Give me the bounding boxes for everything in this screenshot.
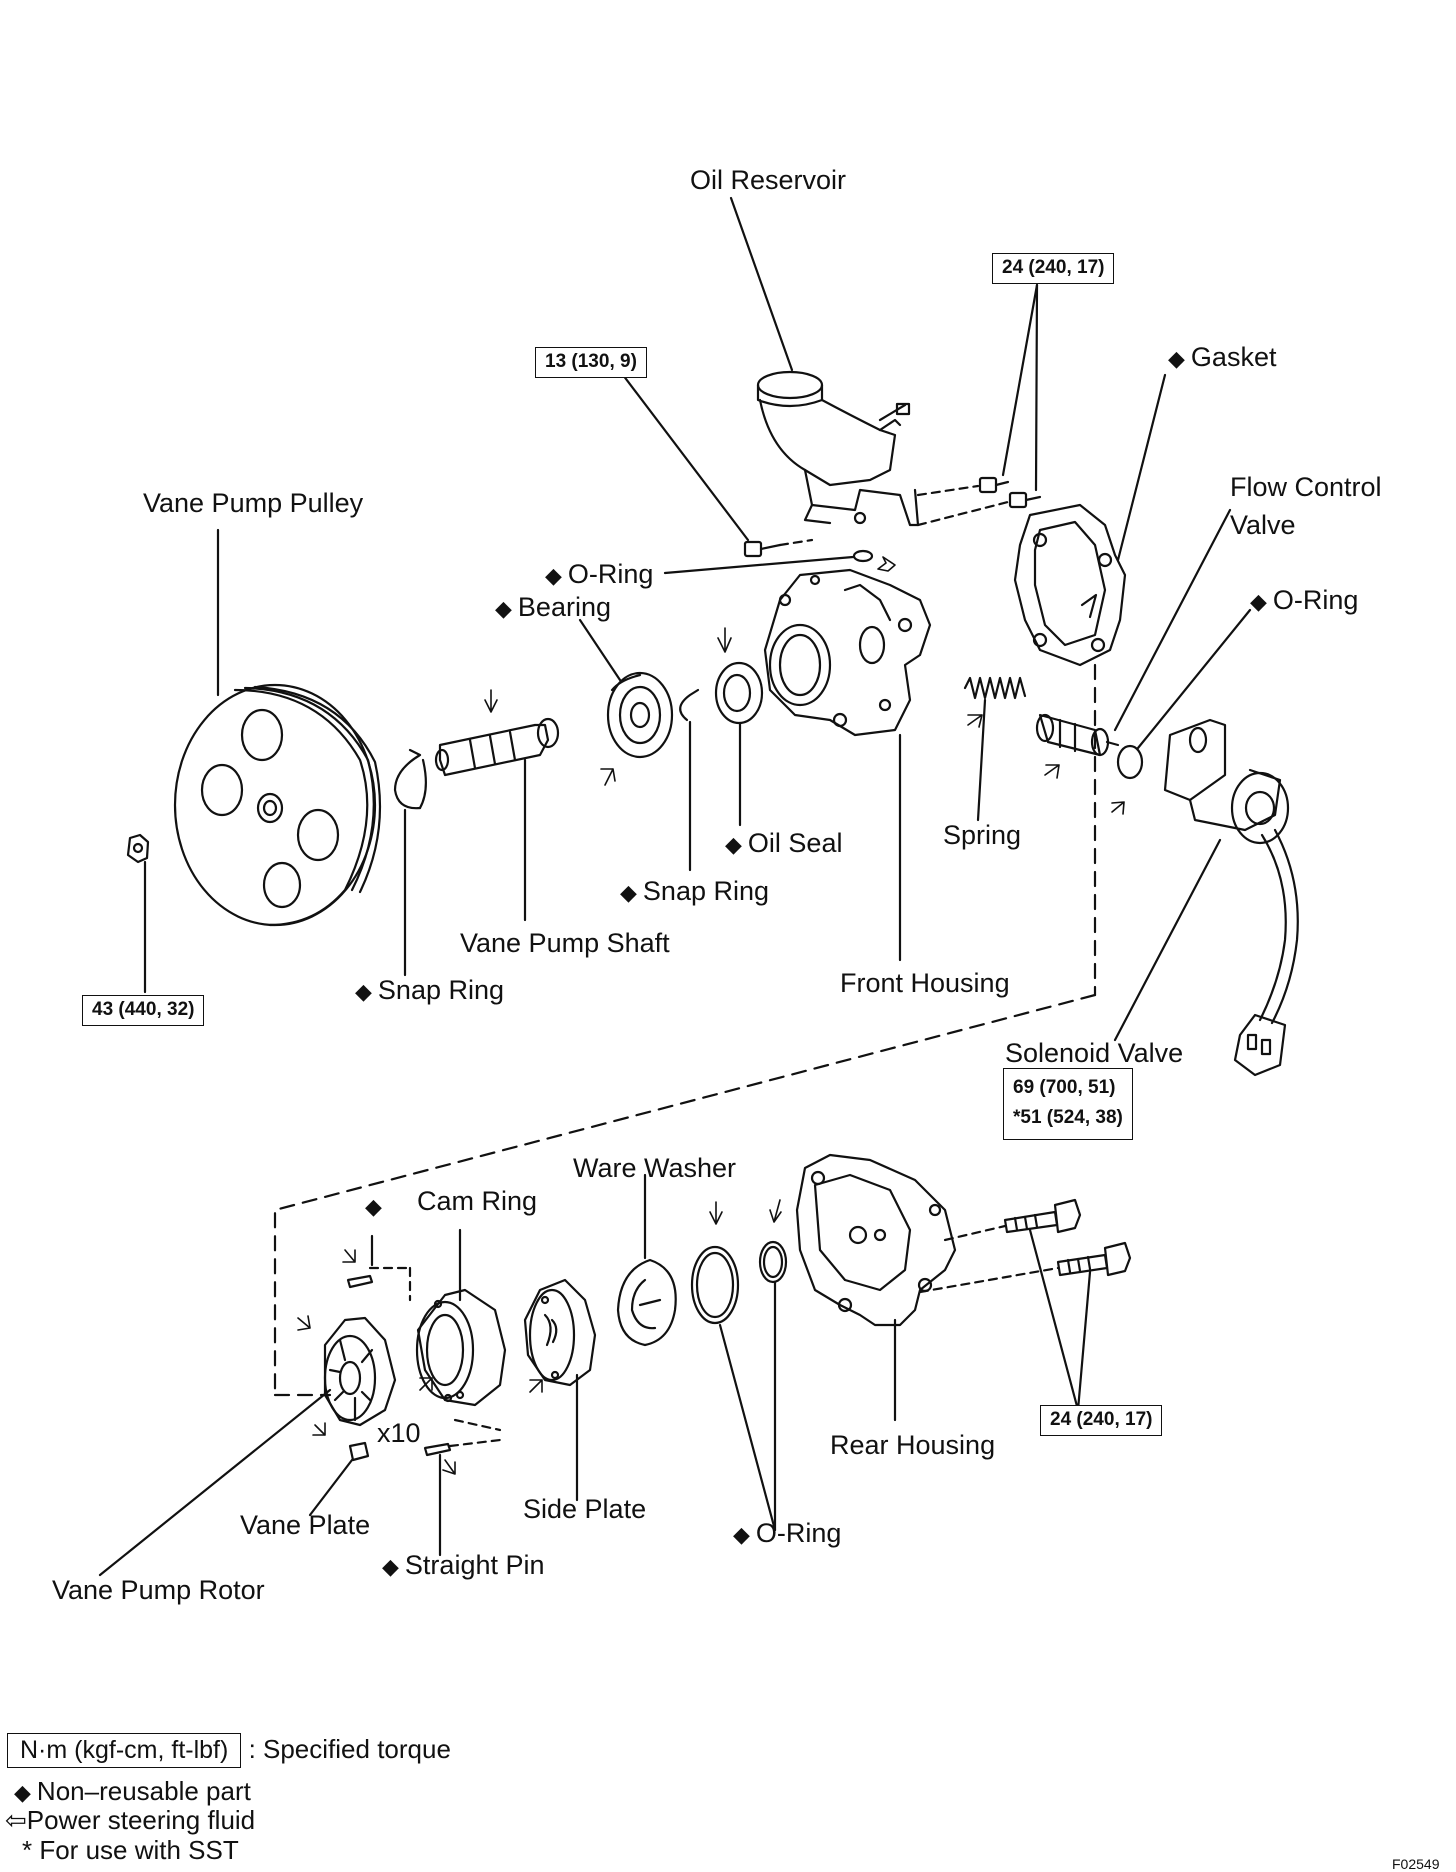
oil-reservoir-part xyxy=(756,370,920,527)
dashed-main-alignment xyxy=(273,993,1097,1397)
leader-gasket xyxy=(1116,373,1167,562)
bearing-part xyxy=(606,671,674,759)
label-flow-control-valve-1: Flow Control xyxy=(1230,472,1382,502)
diamond-icon: ◆ xyxy=(495,596,512,621)
label-straight-pin: ◆Straight Pin xyxy=(382,1550,545,1580)
top-bolts xyxy=(978,476,1042,509)
figure-code: F02549 xyxy=(1392,1856,1440,1872)
straight-pin-top xyxy=(346,1274,374,1289)
legend-torque: N·m (kgf-cm, ft-lbf) : Specified torque xyxy=(7,1733,451,1768)
torque-pulley-nut: 43 (440, 32) xyxy=(82,995,205,1026)
straight-pin-bottom xyxy=(423,1442,452,1457)
diamond-icon: ◆ xyxy=(733,1522,750,1547)
rear-housing-bolts xyxy=(1003,1198,1132,1277)
leader-oil-reservoir xyxy=(729,196,794,372)
torque-reservoir-bolt: 13 (130, 9) xyxy=(535,347,647,378)
label-ware-washer: Ware Washer xyxy=(573,1153,737,1183)
label-vane-pump-shaft: Vane Pump Shaft xyxy=(460,928,670,958)
gasket-part xyxy=(1013,503,1127,667)
leader-torque-24-a xyxy=(1001,283,1039,477)
torque-solenoid: 69 (700, 51) *51 (524, 38) xyxy=(1003,1068,1133,1140)
diamond-icon: ◆ xyxy=(1168,346,1185,371)
vane-pump-rotor-part xyxy=(323,1316,397,1427)
label-x10: x10 xyxy=(377,1418,421,1448)
leader-solenoid-valve xyxy=(1113,838,1222,1042)
diamond-icon: ◆ xyxy=(382,1554,399,1579)
legend-sst: * For use with SST xyxy=(22,1835,239,1865)
o-ring-right-part xyxy=(1116,744,1144,780)
label-oil-seal: ◆Oil Seal xyxy=(725,828,843,858)
label-o-ring-right: ◆O-Ring xyxy=(1250,585,1359,615)
leader-torque-13 xyxy=(621,373,750,542)
label-solenoid-valve: Solenoid Valve xyxy=(1005,1038,1184,1068)
torque-solenoid-1: 69 (700, 51) xyxy=(1013,1077,1116,1098)
label-spring: Spring xyxy=(943,820,1022,850)
spring-part xyxy=(963,676,1027,700)
legend-non-reusable: ◆Non–reusable part xyxy=(14,1776,251,1806)
leader-torque-24-b xyxy=(1034,283,1039,492)
vane-pump-pulley-part xyxy=(173,683,382,927)
side-plate-part xyxy=(523,1278,597,1387)
legend-torque-unit: N·m (kgf-cm, ft-lbf) xyxy=(7,1733,242,1768)
snap-ring-left-part xyxy=(393,748,422,810)
label-snap-ring-mid: ◆Snap Ring xyxy=(620,876,770,906)
reservoir-bolt xyxy=(743,540,782,558)
diamond-icon: ◆ xyxy=(355,979,372,1004)
label-cam-ring: Cam Ring xyxy=(417,1186,538,1216)
oil-seal-part xyxy=(714,661,764,725)
label-o-ring-top: ◆O-Ring xyxy=(545,559,654,589)
label-vane-pump-rotor: Vane Pump Rotor xyxy=(52,1575,265,1605)
label-gasket: ◆Gasket xyxy=(1168,342,1277,372)
leader-rear-bolt-a xyxy=(1028,1228,1080,1412)
leader-vane-plate xyxy=(308,1458,354,1517)
rear-housing-part xyxy=(795,1153,957,1327)
diamond-icon: ◆ xyxy=(545,563,562,588)
o-ring-small xyxy=(852,549,874,563)
label-side-plate: Side Plate xyxy=(523,1494,647,1524)
leader-o-ring-bottom-a xyxy=(718,1323,777,1532)
label-bearing: ◆Bearing xyxy=(495,592,611,622)
diamond-icon: ◆ xyxy=(620,880,637,905)
pulley-nut xyxy=(126,833,150,864)
ware-washer-part xyxy=(616,1258,677,1347)
o-ring-large xyxy=(690,1245,740,1325)
vane-plate-part xyxy=(348,1441,370,1462)
torque-reservoir-top: 24 (240, 17) xyxy=(992,253,1115,284)
arrow-left-icon: ⇦ xyxy=(5,1805,27,1835)
label-vane-plate: Vane Plate xyxy=(240,1510,371,1540)
label-flow-control-valve-2: Valve xyxy=(1230,510,1296,540)
label-vane-pump-pulley: Vane Pump Pulley xyxy=(143,488,364,518)
diamond-icon: ◆ xyxy=(1250,589,1267,614)
cam-ring-part xyxy=(415,1288,507,1407)
leader-bearing xyxy=(578,618,622,682)
label-oil-reservoir: Oil Reservoir xyxy=(690,165,847,195)
torque-solenoid-2: *51 (524, 38) xyxy=(1013,1107,1123,1128)
leader-spring xyxy=(976,698,987,822)
flow-control-valve-part xyxy=(1035,713,1120,757)
snap-ring-mid-part xyxy=(679,688,700,722)
leader-o-ring-right xyxy=(1136,608,1252,750)
label-snap-ring-left: ◆Snap Ring xyxy=(355,975,505,1005)
legend-fluid: ⇦Power steering fluid xyxy=(5,1805,256,1835)
label-o-ring-bottom: ◆O-Ring xyxy=(733,1518,842,1548)
legend-torque-text: : Specified torque xyxy=(248,1734,451,1764)
leader-rear-bolt-b xyxy=(1076,1270,1092,1412)
torque-rear-housing-bolts: 24 (240, 17) xyxy=(1040,1405,1163,1436)
diamond-icon: ◆ xyxy=(725,832,742,857)
solenoid-valve-part xyxy=(1163,718,1299,1077)
leader-vane-pump-rotor xyxy=(98,1388,332,1577)
diamond-pin-marker: ◆ xyxy=(365,1194,382,1219)
label-rear-housing: Rear Housing xyxy=(830,1430,996,1460)
diamond-icon: ◆ xyxy=(14,1780,31,1805)
vane-pump-shaft-part xyxy=(434,717,560,777)
o-ring-small-bottom xyxy=(758,1240,788,1284)
label-front-housing: Front Housing xyxy=(840,968,1010,998)
front-housing-part xyxy=(763,568,932,737)
leader-flow-control-valve xyxy=(1113,508,1232,732)
